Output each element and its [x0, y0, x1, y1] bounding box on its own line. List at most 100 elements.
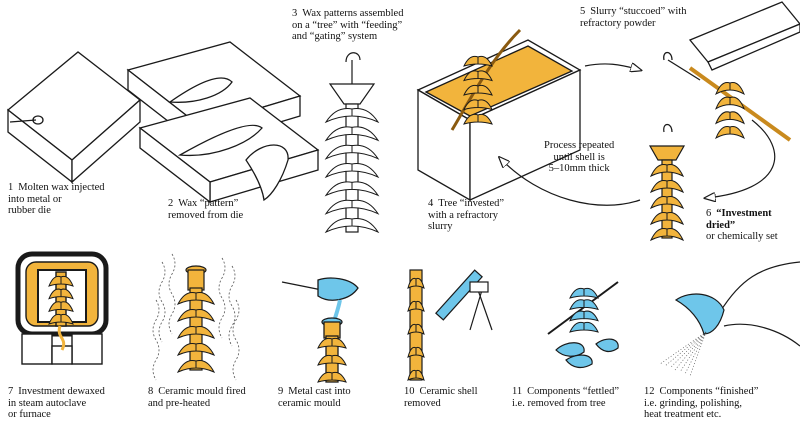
tree-branch	[649, 212, 668, 226]
tree-branch	[324, 218, 353, 234]
tree-branch	[583, 310, 599, 322]
tree-branch	[176, 343, 197, 357]
tree-branch	[715, 82, 731, 96]
process-repeat-note: Process repeated until shell is 5–10mm t…	[544, 140, 615, 174]
step9-metal-pour	[281, 277, 359, 383]
tree-branch	[415, 277, 425, 289]
tree-branch	[324, 126, 353, 142]
tree-branch	[351, 218, 380, 234]
tree-branch	[477, 55, 493, 67]
tree-branch	[477, 70, 493, 82]
tree-branch	[463, 99, 479, 111]
tree-branch	[317, 337, 333, 349]
step8-fired-mould	[152, 253, 240, 381]
step3-wax-tree	[324, 52, 380, 234]
tree-branch	[176, 292, 197, 306]
process-cycle-arrows	[500, 64, 776, 206]
tree-branch	[715, 96, 731, 110]
tree-branch	[649, 228, 668, 242]
tree-branch	[415, 323, 425, 335]
step2-open-die	[126, 41, 320, 204]
tree-branch	[649, 164, 668, 178]
tree-branch	[324, 181, 353, 197]
tree-branch	[317, 354, 333, 366]
tree-branch	[324, 144, 353, 160]
tree-branch	[60, 288, 74, 300]
tree-branch	[324, 163, 353, 179]
tree-branch	[48, 275, 62, 287]
tree-branch	[463, 113, 479, 125]
tree-branch	[195, 309, 216, 323]
tree-branch	[666, 196, 685, 210]
tree-branch	[351, 144, 380, 160]
step6-dried-tree	[648, 123, 686, 242]
tree-branch	[317, 371, 333, 383]
tree-branch	[583, 299, 599, 311]
tree-branch	[666, 228, 685, 242]
spark	[689, 331, 707, 377]
step10-shell-removal	[407, 269, 493, 381]
tree-branch	[415, 369, 425, 381]
tree-branch	[649, 196, 668, 210]
tree-branch	[729, 82, 745, 96]
tree-branch	[351, 108, 380, 124]
tree-branch	[324, 108, 353, 124]
tree-branch	[176, 360, 197, 374]
tree-branch	[415, 300, 425, 312]
tree-branch	[407, 369, 417, 381]
tree-branch	[666, 212, 685, 226]
spark	[669, 331, 707, 369]
tree-branch	[351, 199, 380, 215]
tree-branch	[477, 84, 493, 96]
tree-branch	[48, 301, 62, 313]
tree-branch	[569, 287, 585, 299]
spark	[659, 331, 707, 365]
tree-branch	[666, 180, 685, 194]
step4-slurry-tank	[416, 28, 582, 202]
tree-branch	[463, 84, 479, 96]
heat-wave	[168, 253, 176, 335]
tree-branch	[351, 181, 380, 197]
tree-branch	[324, 199, 353, 215]
tree-branch	[60, 301, 74, 313]
tree-branch	[351, 163, 380, 179]
tree-branch	[569, 310, 585, 322]
tree-branch	[176, 326, 197, 340]
heat-wave	[158, 261, 166, 343]
tree-branch	[407, 323, 417, 335]
tree-branch	[715, 111, 731, 125]
tree-branch	[583, 321, 599, 333]
spark	[684, 331, 707, 375]
tree-branch	[649, 180, 668, 194]
step12-grinding-wheel	[659, 261, 800, 377]
tree-branch	[477, 99, 493, 111]
step7-autoclave	[15, 251, 109, 365]
tree-branch	[463, 70, 479, 82]
tree-branch	[331, 371, 347, 383]
tree-branch	[729, 111, 745, 125]
tree-branch	[60, 275, 74, 287]
tree-branch	[463, 55, 479, 67]
tree-branch	[195, 292, 216, 306]
step1-die-block	[6, 51, 142, 184]
step11-fettled-parts	[547, 281, 619, 369]
step5-stucco-hopper	[663, 1, 800, 142]
tree-branch	[351, 126, 380, 142]
tree-branch	[195, 326, 216, 340]
tree-branch	[407, 300, 417, 312]
tree-branch	[415, 346, 425, 358]
tree-branch	[569, 321, 585, 333]
tree-branch	[407, 346, 417, 358]
spark	[674, 331, 707, 371]
